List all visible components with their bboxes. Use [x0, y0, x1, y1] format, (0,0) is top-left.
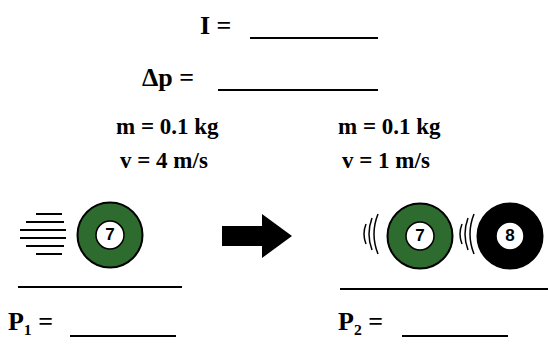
ball-number: 8 — [476, 202, 544, 270]
ground-line — [18, 286, 182, 288]
ball-number: 7 — [386, 202, 454, 270]
momentum-change-label: Δp = — [142, 64, 194, 93]
impulse-label: I = — [200, 12, 231, 41]
momentum-label: P₁ = — [8, 308, 53, 337]
mass-label: m = 0.1 kg — [338, 114, 441, 139]
answer-blank — [250, 37, 378, 39]
mass-label: m = 0.1 kg — [116, 114, 219, 139]
billiard-ball: 7 — [386, 202, 454, 270]
velocity-label: v = 1 m/s — [342, 148, 430, 173]
answer-blank — [218, 89, 378, 91]
answer-blank — [402, 335, 508, 337]
answer-blank — [70, 335, 176, 337]
billiard-ball: 7 — [76, 201, 144, 269]
ball-number: 7 — [76, 201, 144, 269]
velocity-label: v = 4 m/s — [120, 148, 208, 173]
momentum-label: P₂ = — [338, 308, 383, 337]
block-arrow — [222, 214, 292, 258]
ground-line — [340, 288, 548, 290]
speed-lines — [20, 214, 66, 254]
billiard-ball: 8 — [476, 202, 544, 270]
